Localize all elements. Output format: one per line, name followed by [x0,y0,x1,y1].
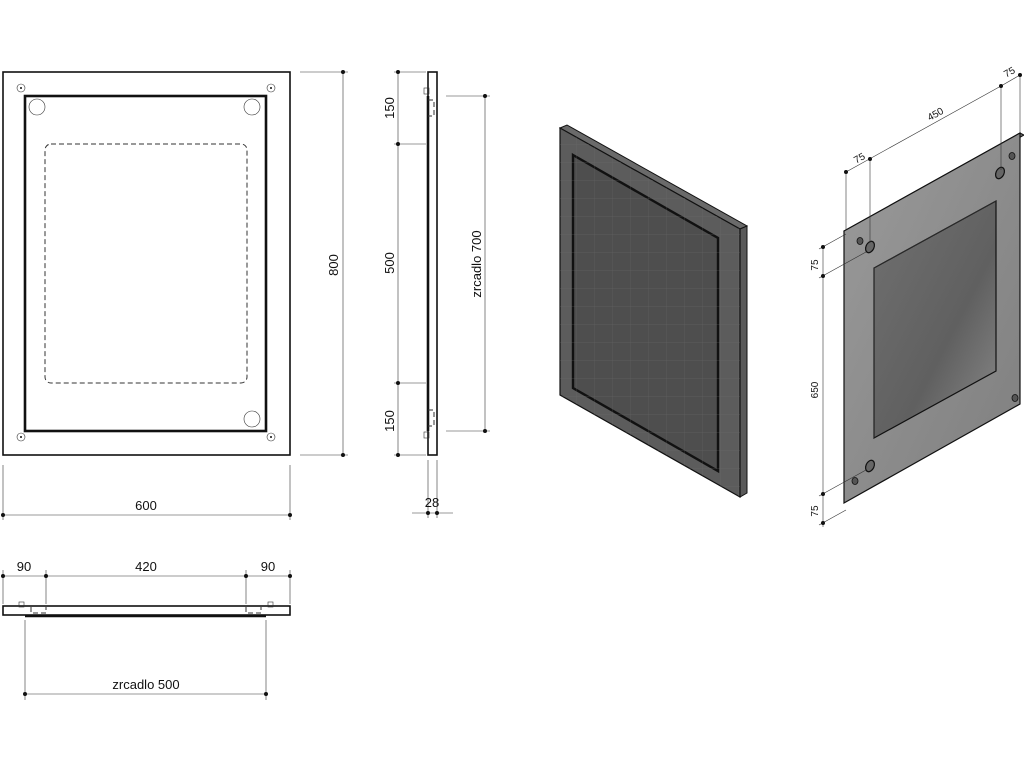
light-area-dashed [44,143,248,384]
iso-back-top-dimensions: 75 450 75 [844,65,1022,243]
width-label: 600 [135,498,157,513]
frame-outline [2,71,291,456]
width-dimension: 600 [1,465,292,520]
top-center-label: 420 [135,559,157,574]
hanger-keyholes [28,98,261,428]
top-left-label: 90 [17,559,31,574]
iso-vertical-span-label: 650 [810,381,821,398]
side-depth-label: 28 [425,495,439,510]
iso-right-offset-label: 75 [1002,65,1017,80]
top-view: 90 420 90 zrcadlo 500 [1,559,292,700]
side-mirror-label: zrcadlo 700 [469,230,484,297]
iso-front-right-edge [739,225,748,498]
side-view: 150 500 150 zrcadlo 700 28 [382,70,490,518]
height-label: 800 [326,254,341,276]
iso-front-view [558,124,749,499]
iso-back-view: 75 450 75 75 650 75 [810,65,1024,527]
top-dimensions: 90 420 90 [1,559,292,604]
iso-upper-offset-label: 75 [810,259,821,271]
top-hangers [18,601,274,614]
iso-top-offset-label: 75 [852,151,867,166]
side-vertical-dimensions: 150 500 150 [382,70,426,457]
iso-front-grid [560,128,740,497]
iso-back-left-dimensions: 75 650 75 [810,233,867,527]
side-profile [427,71,438,456]
side-middle-label: 500 [382,252,397,274]
side-depth-dimension: 28 [412,460,453,518]
corner-screw-holes [16,83,276,442]
iso-span-label: 450 [926,106,946,124]
front-view: 800 600 [1,70,348,520]
side-bottom-label: 150 [382,410,397,432]
mirror-outline [23,94,268,433]
top-mirror-dimension: zrcadlo 500 [23,620,268,700]
iso-lower-offset-label: 75 [810,505,821,517]
top-mirror-label: zrcadlo 500 [112,677,179,692]
iso-back-holes [851,152,1019,485]
side-hangers [423,87,435,439]
side-top-label: 150 [382,97,397,119]
height-dimension: 800 [300,70,348,457]
side-mirror-dimension: zrcadlo 700 [446,94,490,433]
top-right-label: 90 [261,559,275,574]
